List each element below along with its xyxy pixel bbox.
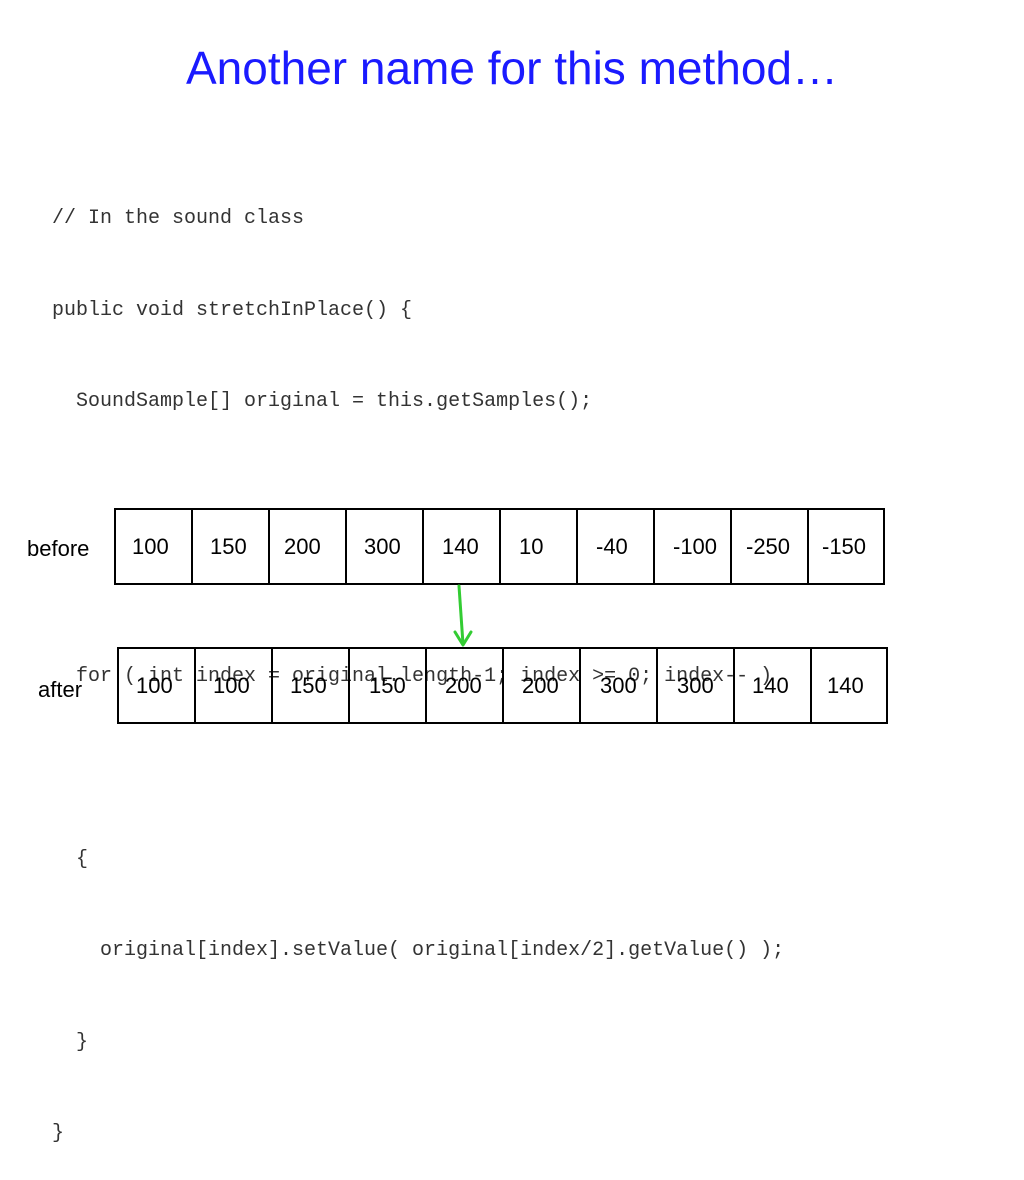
before-cell: -150 [822, 533, 867, 559]
after-cell: 150 [273, 649, 350, 722]
code-line: SoundSample[] original = this.getSamples… [52, 390, 593, 413]
code-line: original[index].setValue( original[index… [52, 939, 785, 962]
after-cell: 100 [196, 649, 273, 722]
before-cell: 300 [347, 510, 424, 583]
after-cell: 300 [581, 649, 658, 722]
after-label: after [38, 677, 83, 702]
before-cell: 200 [270, 510, 347, 583]
after-cell: 300 [658, 649, 735, 722]
before-cell: 10 [501, 510, 578, 583]
after-array: 100 100 150 150 200 200 300 300 140 140 [117, 647, 888, 724]
code-line: } [52, 1030, 89, 1054]
after-cell: 200 [427, 649, 504, 722]
after-cell: 100 [119, 649, 196, 722]
before-cell: 150 [193, 510, 270, 583]
code-line [52, 479, 784, 510]
after-cell: 140 [735, 649, 812, 722]
after-cell: 140 [827, 672, 864, 698]
code-line: } [52, 1122, 65, 1145]
code-line: { [52, 847, 89, 871]
after-cell: 200 [504, 649, 581, 722]
code-line [52, 753, 784, 784]
before-label: before [27, 536, 90, 561]
code-line: public void stretchInPlace() { [52, 298, 413, 322]
before-cell: -100 [655, 510, 732, 583]
before-cell: -250 [732, 510, 809, 583]
before-cell: -40 [578, 510, 655, 583]
slide-title: Another name for this method… [186, 42, 838, 94]
code-line: for ( int index = original.length-1; ind… [52, 664, 773, 688]
down-arrow-icon [453, 584, 473, 647]
before-cell: 100 [116, 510, 193, 583]
before-cell: 140 [424, 510, 501, 583]
after-cell: 150 [350, 649, 427, 722]
code-line: // In the sound class [52, 207, 305, 230]
before-array: 100 150 200 300 140 10 -40 -100 -250 -15… [114, 508, 885, 585]
